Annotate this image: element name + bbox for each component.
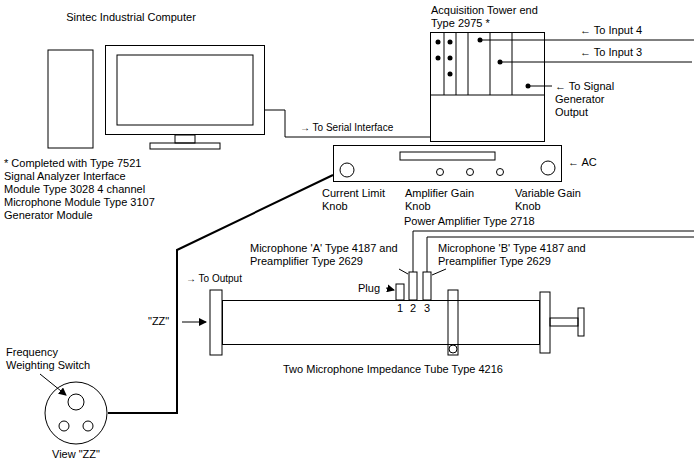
connector-dot [498, 60, 503, 65]
computer-monitor: Sintec Industrial Computer [105, 45, 265, 135]
part-label: Microphone 'B' Type 4187 and Preamplifie… [438, 242, 594, 268]
piston-rod [550, 318, 578, 326]
plug [396, 284, 404, 300]
weighting-switch: View "ZZ" [44, 381, 108, 445]
microphone-wires [413, 231, 694, 272]
monitor-neck [175, 135, 195, 143]
signal-name: ← To Input 3 [580, 46, 670, 59]
part-label: Amplifier Gain Knob [405, 187, 480, 213]
acquisition-tower: Acquisition Tower end Type 2975 * [430, 32, 545, 142]
microphone-a [409, 272, 417, 300]
connector-label: → To Output [184, 272, 244, 285]
connector-dot [448, 40, 453, 45]
part-label: Plug [358, 282, 388, 295]
connector-label: → To Serial Interface [298, 121, 395, 134]
cable-connector [108, 175, 333, 413]
microphone-b [423, 272, 431, 300]
part-label: Microphone 'A' Type 4187 and Preamplifie… [250, 242, 406, 268]
view-label: "ZZ" [148, 315, 178, 328]
tube-flange [540, 292, 550, 353]
node-heading: Power Amplifier Type 2718 [404, 215, 564, 228]
switch-outline [44, 381, 108, 445]
node-heading: Acquisition Tower end Type 2975 * [431, 4, 556, 30]
signal-name: ← AC [568, 156, 608, 169]
switch-socket [83, 421, 93, 431]
small-knob [437, 169, 444, 176]
switch-circle [45, 382, 107, 444]
callout-number: 3 [422, 302, 432, 315]
node-heading: Two Microphone Impedance Tube Type 4216 [283, 363, 533, 376]
input-wires [480, 40, 694, 86]
connector-dot [526, 84, 531, 89]
part-label: Frequency Weighting Switch [6, 346, 98, 372]
cable-connector [265, 110, 430, 137]
switch-socket [59, 421, 69, 431]
connector-dot [478, 38, 483, 43]
small-knob [467, 169, 474, 176]
connector-dot [448, 56, 453, 61]
callout-number: 1 [395, 302, 405, 315]
variable-gain-knob [541, 161, 555, 175]
node-heading: Sintec Industrial Computer [51, 11, 211, 24]
small-knob [497, 169, 504, 176]
leader-line [399, 269, 408, 274]
leader-line [386, 288, 394, 290]
impedance-tube: Two Microphone Impedance Tube Type 4216 [222, 300, 540, 345]
power-amplifier: Power Amplifier Type 2718 [333, 145, 562, 182]
connector-dot [436, 40, 441, 45]
signal-name: ← To Input 4 [580, 24, 670, 37]
part-label: Current Limit Knob [322, 187, 392, 213]
view-arrow [182, 322, 206, 323]
monitor-screen [117, 55, 253, 125]
connector-dot [436, 56, 441, 61]
monitor-base [150, 143, 220, 149]
tower-modules [430, 32, 545, 95]
connector-dot [448, 72, 453, 77]
tube-flange [210, 290, 222, 355]
piston-handle [578, 308, 584, 336]
pc-tower [48, 50, 93, 148]
current-limit-knob [340, 163, 354, 177]
tube-valve [449, 345, 457, 353]
leader-line [432, 269, 446, 275]
amplifier-display [400, 152, 495, 160]
switch-knob [68, 394, 84, 410]
part-label: Variable Gain Knob [515, 187, 590, 213]
signal-name: ← To Signal Generator Output [555, 80, 627, 119]
note: * Completed with Type 7521 Signal Analyz… [4, 157, 156, 222]
callout-number: 2 [408, 302, 418, 315]
node-heading: View "ZZ" [32, 448, 120, 461]
